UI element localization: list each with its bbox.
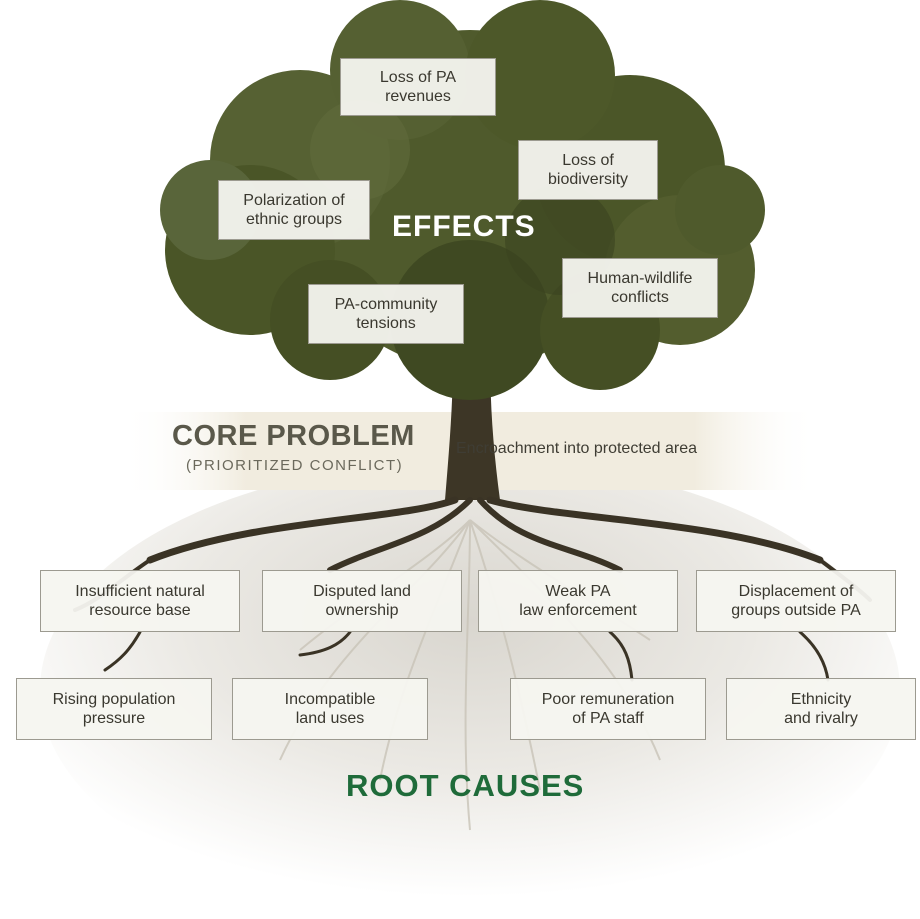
effect-pa-community-tensions: PA-community tensions — [308, 284, 464, 344]
effect-line: ethnic groups — [245, 211, 343, 228]
cause-rising-population-pressure: Rising population pressure — [16, 678, 212, 740]
core-problem-subtitle: (PRIORITIZED CONFLICT) — [186, 457, 404, 474]
effect-human-wildlife-conflicts: Human-wildlife conflicts — [562, 258, 718, 318]
cause-line: Incompatible — [284, 691, 376, 708]
cause-line: Rising population — [52, 691, 176, 708]
effect-polarization-of-ethnic-groups: Polarization of ethnic groups — [218, 180, 370, 240]
effect-line: tensions — [356, 315, 416, 332]
effect-line: Human-wildlife — [587, 270, 693, 287]
effect-line: Loss of PA — [379, 69, 457, 86]
effect-loss-of-biodiversity: Loss of biodiversity — [518, 140, 658, 200]
cause-line: and rivalry — [784, 710, 858, 727]
cause-line: ownership — [325, 602, 399, 619]
effect-line: PA-community — [334, 296, 438, 313]
cause-line: law enforcement — [519, 602, 637, 619]
root-causes-heading: ROOT CAUSES — [346, 768, 585, 803]
effect-line: revenues — [385, 88, 451, 105]
cause-line: Weak PA — [545, 583, 611, 600]
soil-area — [40, 460, 900, 919]
cause-line: Poor remuneration — [541, 691, 675, 708]
cause-line: groups outside PA — [731, 602, 861, 619]
cause-displacement-of-groups-outside-pa: Displacement of groups outside PA — [696, 570, 896, 632]
cause-line: Insufficient natural — [75, 583, 205, 600]
effect-line: biodiversity — [547, 171, 629, 188]
cause-disputed-land-ownership: Disputed land ownership — [262, 570, 462, 632]
cause-ethnicity-and-rivalry: Ethnicity and rivalry — [726, 678, 916, 740]
effect-line: Polarization of — [243, 192, 345, 209]
cause-line: pressure — [82, 710, 146, 727]
core-problem-statement: Encroachment into protected area — [456, 440, 698, 457]
core-problem-title: CORE PROBLEM — [172, 420, 415, 452]
cause-incompatible-land-uses: Incompatible land uses — [232, 678, 428, 740]
main-roots — [73, 496, 872, 682]
cause-weak-pa-law-enforcement: Weak PA law enforcement — [478, 570, 678, 632]
cause-insufficient-natural-resource-base: Insufficient natural resource base — [40, 570, 240, 632]
effect-loss-of-pa-revenues: Loss of PA revenues — [340, 58, 496, 116]
effects-heading: EFFECTS — [392, 210, 536, 243]
effect-line: Loss of — [562, 152, 614, 169]
cause-line: of PA staff — [572, 710, 644, 727]
cause-line: resource base — [89, 602, 191, 619]
cause-line: Ethnicity — [790, 691, 852, 708]
cause-poor-remuneration-of-pa-staff: Poor remuneration of PA staff — [510, 678, 706, 740]
effect-line: conflicts — [611, 289, 669, 306]
cause-line: land uses — [295, 710, 365, 727]
cause-line: Displacement of — [738, 583, 854, 600]
cause-line: Disputed land — [313, 583, 411, 600]
